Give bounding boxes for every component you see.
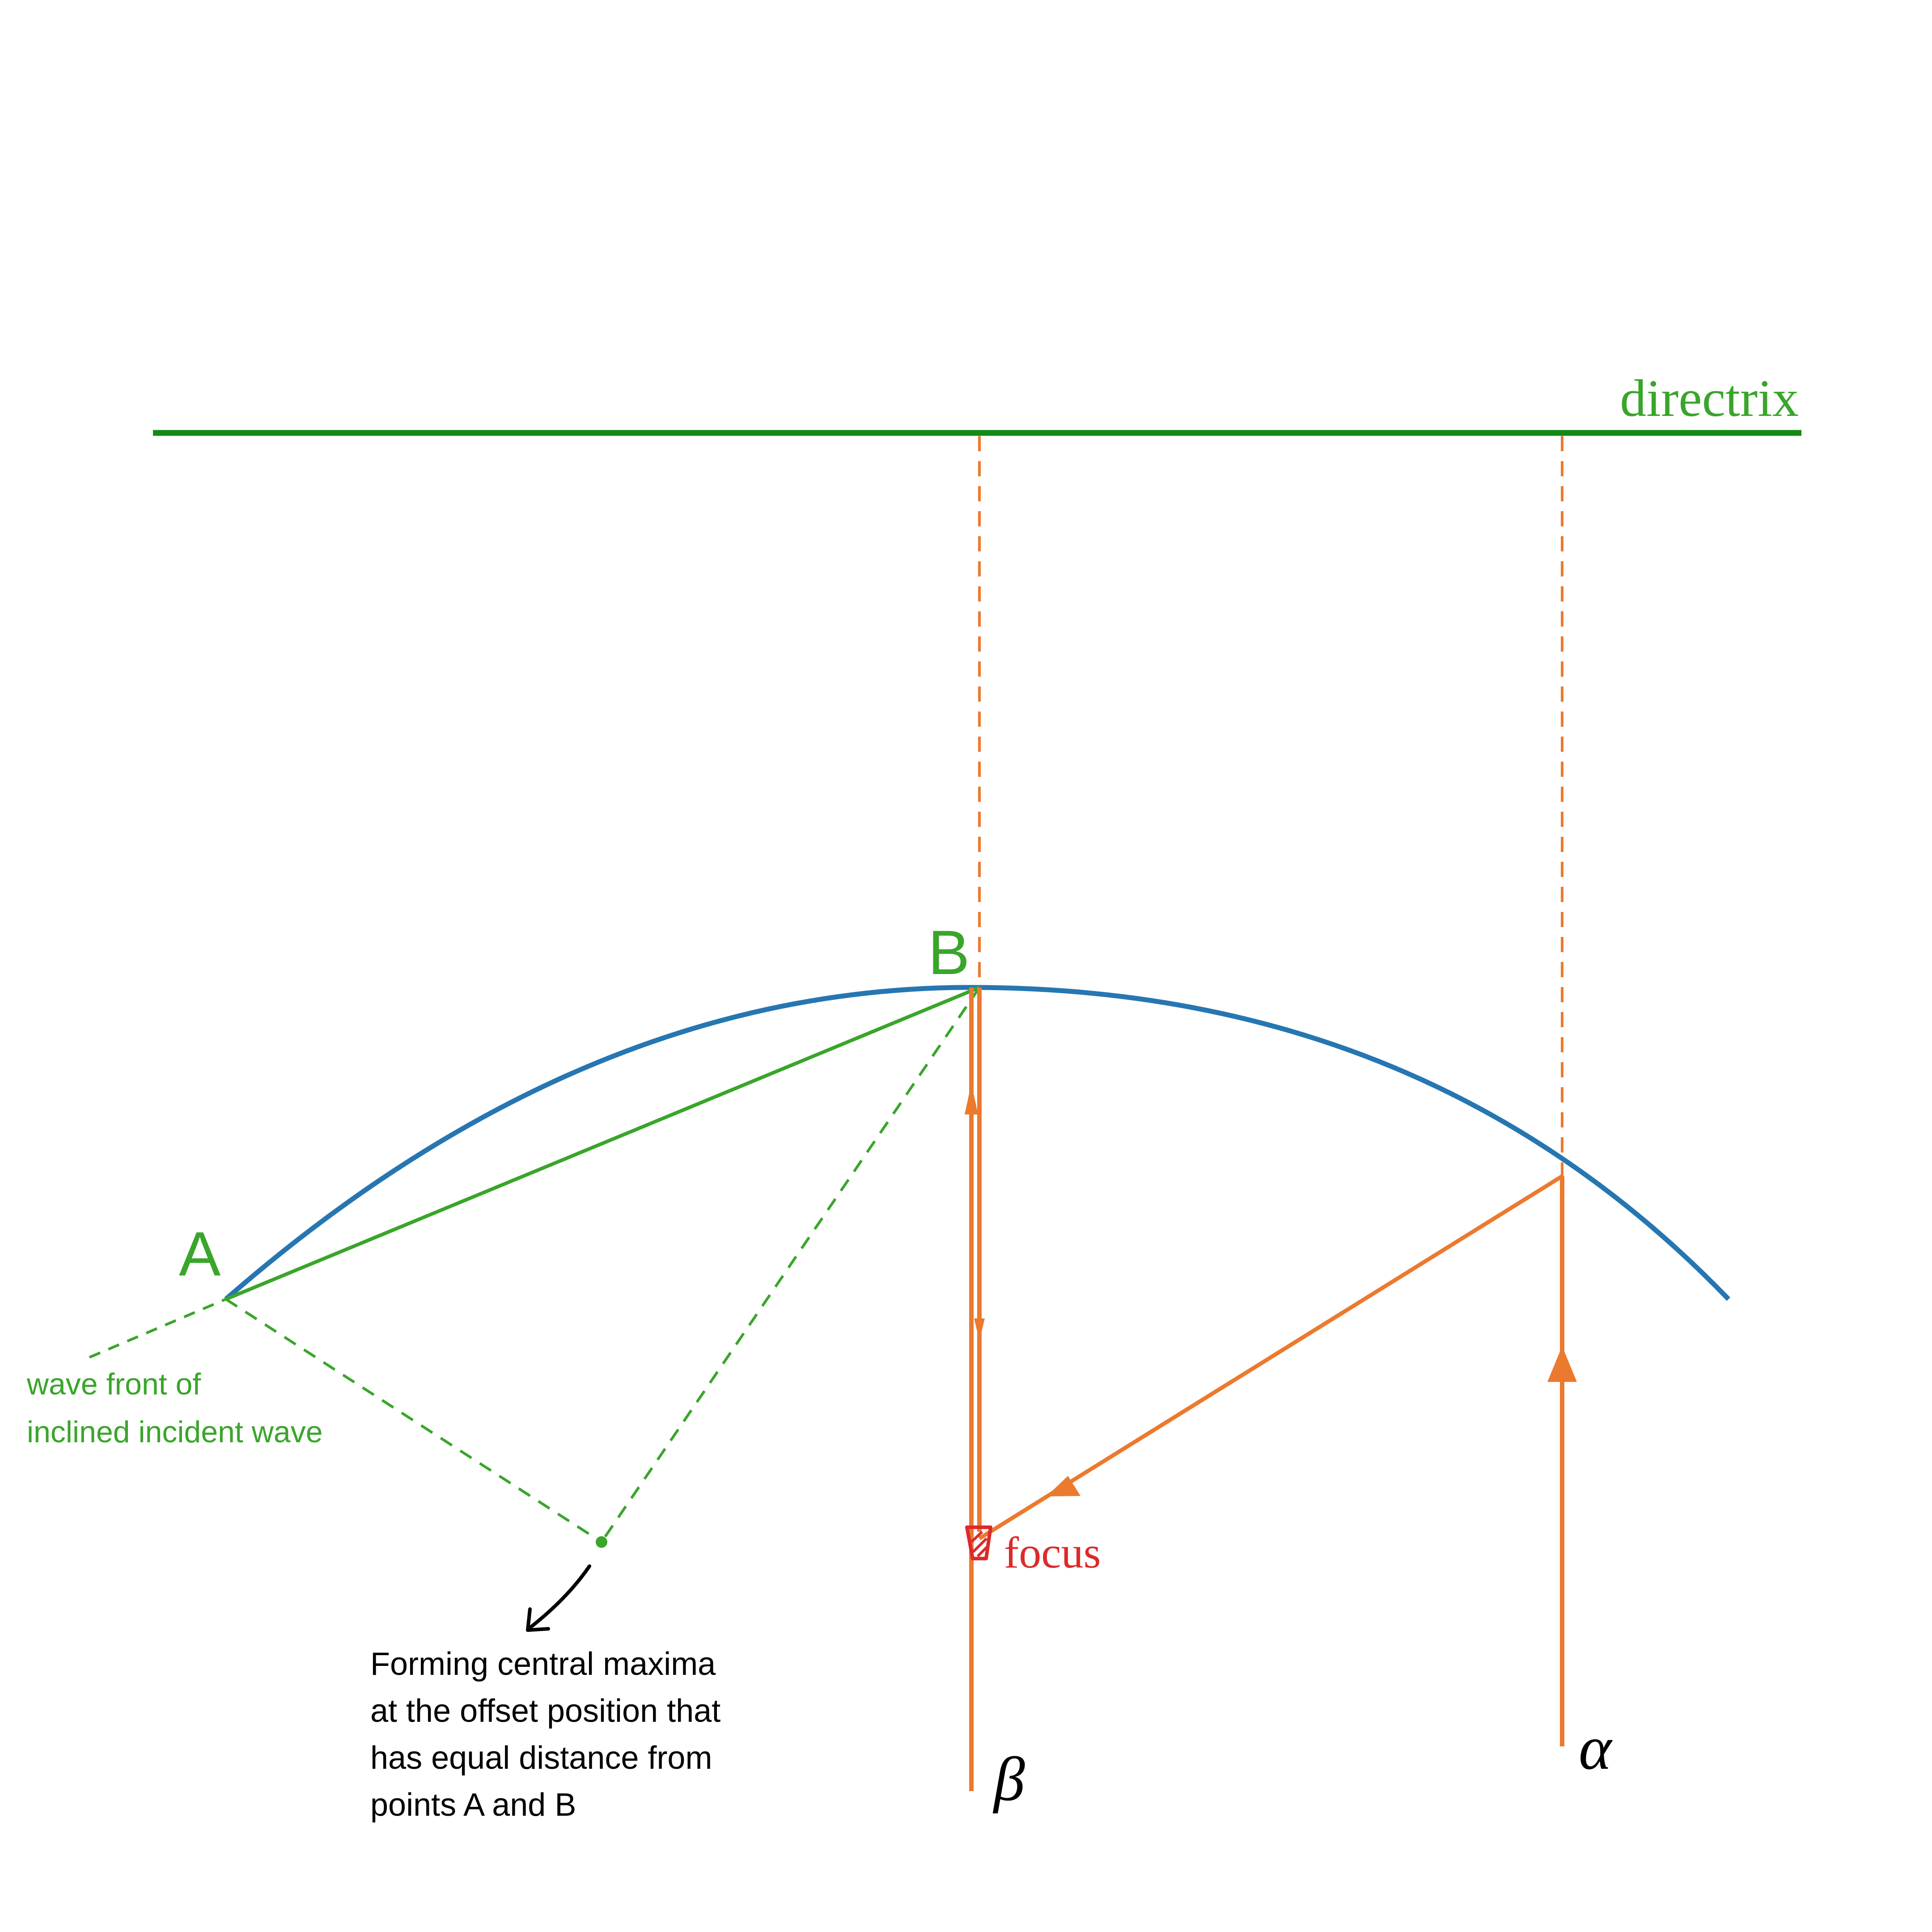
- focus-hatch: [970, 1530, 989, 1558]
- point-a-label: A: [179, 1219, 221, 1289]
- ray-alpha-reflected: [978, 1174, 1563, 1540]
- focus-mark: [965, 1525, 992, 1560]
- directrix-label: directrix: [1620, 369, 1799, 428]
- point-b-label: B: [928, 917, 970, 987]
- focus-label: focus: [1004, 1528, 1101, 1577]
- annotation-line3: has equal distance from: [370, 1740, 712, 1776]
- chord-a-b: [225, 986, 980, 1301]
- offset-maxima-point: [596, 1536, 607, 1548]
- wavefront-label-line2: inclined incident wave: [27, 1415, 323, 1449]
- wavefront-line: [89, 1298, 227, 1359]
- ray-alpha-reflected-arrow: [1046, 1476, 1080, 1496]
- ray-alpha-label: α: [1579, 1713, 1613, 1783]
- ray-beta-label: β: [992, 1745, 1025, 1814]
- annotation-line1: Forming central maxima: [370, 1646, 716, 1682]
- ray-alpha-arrow: [1547, 1346, 1577, 1382]
- annotation-arrow: [527, 1564, 591, 1631]
- dashed-a-to-offset: [225, 1298, 602, 1543]
- annotation-line4: points A and B: [370, 1787, 576, 1823]
- ray-beta-down-arrow: [974, 1318, 985, 1341]
- ray-beta-up-arrow: [965, 1083, 978, 1114]
- annotation-arrowhead: [526, 1607, 550, 1632]
- dashed-b-to-offset: [600, 987, 981, 1543]
- annotation-line2: at the offset position that: [370, 1693, 720, 1729]
- wavefront-label-line1: wave front of: [26, 1367, 201, 1401]
